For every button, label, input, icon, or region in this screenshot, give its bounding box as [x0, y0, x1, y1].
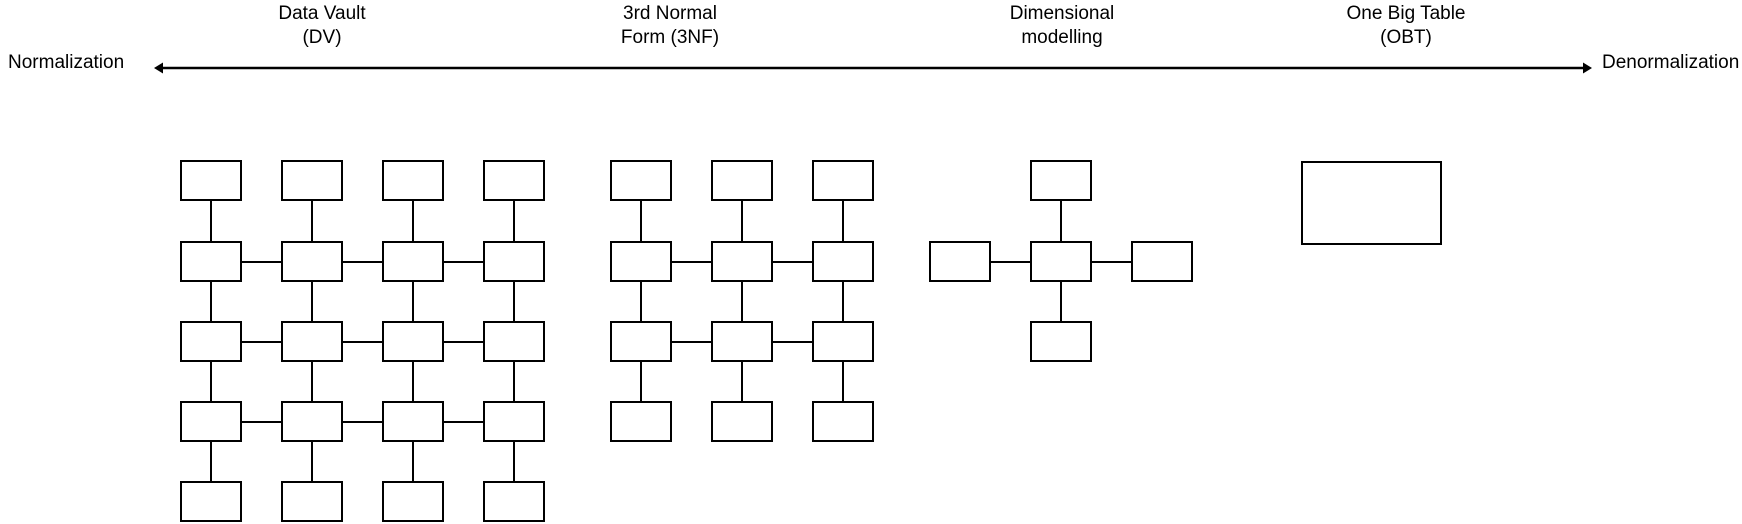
table-node [610, 160, 672, 201]
connector-vertical [311, 442, 313, 481]
connector-vertical [412, 201, 414, 241]
connector-vertical [842, 362, 844, 401]
connector-vertical [741, 282, 743, 321]
dimension-table-node-right [1131, 241, 1193, 282]
connector-vertical [513, 362, 515, 401]
table-node [610, 241, 672, 282]
table-node [382, 160, 444, 201]
connector-horizontal [343, 420, 382, 423]
dimension-table-node-bottom [1030, 321, 1092, 362]
table-node [180, 481, 242, 522]
table-node [711, 160, 773, 201]
table-node [382, 321, 444, 362]
group-title-dimensional-modelling: Dimensional modelling [1009, 3, 1115, 48]
connector-horizontal [242, 340, 281, 343]
connector-vertical [1060, 201, 1062, 241]
connector-vertical [640, 362, 642, 401]
connector-vertical [842, 282, 844, 321]
table-node [812, 241, 874, 282]
connector-vertical [210, 362, 212, 401]
table-node [610, 321, 672, 362]
connector-vertical [210, 442, 212, 481]
connector-horizontal [242, 420, 281, 423]
connector-vertical [513, 201, 515, 241]
one-big-table-node [1301, 161, 1442, 245]
connector-horizontal [343, 260, 382, 263]
table-node [610, 401, 672, 442]
table-node [483, 481, 545, 522]
connector-horizontal [444, 340, 483, 343]
axis-label-normalization: Normalization [8, 52, 125, 73]
connector-horizontal [773, 340, 812, 343]
connector-vertical [311, 282, 313, 321]
table-node [483, 241, 545, 282]
group-title-third-normal-form: 3rd Normal Form (3NF) [620, 3, 720, 48]
connector-vertical [412, 282, 414, 321]
connector-horizontal [242, 260, 281, 263]
dimension-table-node-top [1030, 160, 1092, 201]
connector-vertical [412, 362, 414, 401]
connector-vertical [741, 201, 743, 241]
table-node [382, 241, 444, 282]
table-node [281, 481, 343, 522]
table-node [711, 241, 773, 282]
connector-horizontal [672, 340, 711, 343]
connector-horizontal [1092, 260, 1131, 263]
connector-horizontal [991, 260, 1030, 263]
connector-vertical [640, 201, 642, 241]
table-node [483, 401, 545, 442]
group-title-data-vault: Data Vault (DV) [278, 3, 366, 48]
connector-vertical [311, 201, 313, 241]
table-node [382, 481, 444, 522]
table-node [812, 160, 874, 201]
table-node [711, 321, 773, 362]
table-node [281, 321, 343, 362]
table-node [180, 241, 242, 282]
table-node [711, 401, 773, 442]
table-node [281, 401, 343, 442]
table-node [812, 401, 874, 442]
axis-label-denormalization: Denormalization [1602, 52, 1740, 73]
connector-horizontal [343, 340, 382, 343]
connector-vertical [741, 362, 743, 401]
connector-vertical [1060, 282, 1062, 321]
table-node [382, 401, 444, 442]
connector-vertical [412, 442, 414, 481]
table-node [180, 160, 242, 201]
table-node [281, 241, 343, 282]
connector-horizontal [672, 260, 711, 263]
table-node [180, 321, 242, 362]
connector-horizontal [444, 420, 483, 423]
dimension-table-node-left [929, 241, 991, 282]
table-node [281, 160, 343, 201]
connector-vertical [311, 362, 313, 401]
table-node [812, 321, 874, 362]
group-title-one-big-table: One Big Table (OBT) [1346, 3, 1466, 48]
connector-vertical [210, 201, 212, 241]
fact-table-node [1030, 241, 1092, 282]
connector-horizontal [444, 260, 483, 263]
table-node [483, 160, 545, 201]
connector-horizontal [773, 260, 812, 263]
table-node [483, 321, 545, 362]
connector-vertical [210, 282, 212, 321]
table-node [180, 401, 242, 442]
connector-vertical [513, 442, 515, 481]
connector-vertical [640, 282, 642, 321]
connector-vertical [513, 282, 515, 321]
connector-vertical [842, 201, 844, 241]
